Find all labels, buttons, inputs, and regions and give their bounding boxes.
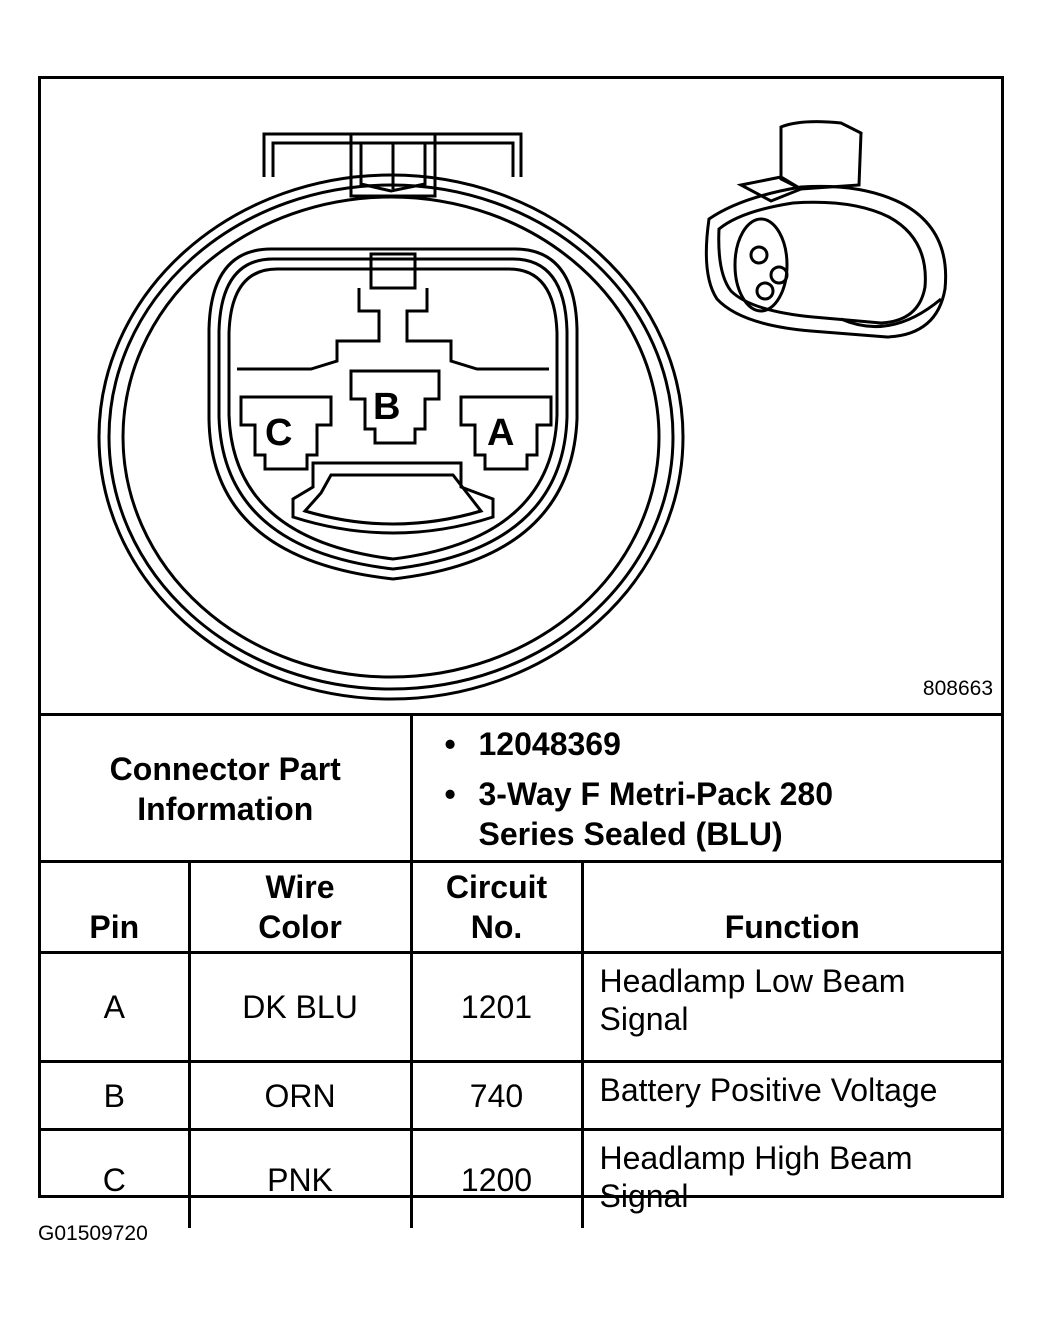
circuit-cell: 1200 <box>409 1128 582 1228</box>
connector-perspective-illustration <box>704 120 948 339</box>
wire-color-cell: DK BLU <box>187 951 411 1062</box>
part-number-item: •12048369 <box>444 726 621 762</box>
connector-part-info-label-text: Connector Part Information <box>109 751 341 827</box>
connector-drawing: C B A 808663 <box>41 79 1001 713</box>
document-id: G01509720 <box>38 1222 148 1245</box>
pin-table: Pin Wire Color Circuit No. Function A DK… <box>41 860 1001 1228</box>
connector-part-info-list: •12048369 •3-Way F Metri-Pack 280 Series… <box>409 713 1001 862</box>
connector-type-item: •3-Way F Metri-Pack 280 Series Sealed (B… <box>444 776 834 852</box>
circuit-cell: 740 <box>409 1060 582 1130</box>
pin-cell: A <box>41 951 189 1062</box>
terminal-cavities <box>239 369 553 471</box>
table-row: C PNK 1200 Headlamp High Beam Signal <box>41 1128 1001 1228</box>
wire-color-cell: PNK <box>187 1128 411 1228</box>
connector-part-info-label: Connector Part Information <box>41 713 411 862</box>
pin-label-b: B <box>373 386 400 428</box>
pin-cell: B <box>41 1060 189 1130</box>
header-function: Function <box>580 860 1001 953</box>
part-number: 12048369 <box>478 726 621 762</box>
figure-id: 808663 <box>922 677 993 700</box>
function-cell: Headlamp Low Beam Signal <box>580 951 1001 1062</box>
table-row: B ORN 740 Battery Positive Voltage <box>41 1060 1001 1130</box>
header-circuit-no: Circuit No. <box>409 860 582 953</box>
header-wire-color: Wire Color <box>187 860 411 953</box>
pin-label-c: C <box>265 412 292 454</box>
function-cell: Headlamp High Beam Signal <box>580 1128 1001 1228</box>
header-pin: Pin <box>41 860 189 953</box>
table-row: A DK BLU 1201 Headlamp Low Beam Signal <box>41 951 1001 1062</box>
pin-label-a: A <box>487 412 514 454</box>
wire-color-cell: ORN <box>187 1060 411 1130</box>
pin-cell: C <box>41 1128 189 1228</box>
connector-type: 3-Way F Metri-Pack 280 Series Sealed (BL… <box>478 776 834 852</box>
connector-face-illustration: C B A <box>97 120 948 701</box>
function-cell: Battery Positive Voltage <box>580 1060 1001 1130</box>
circuit-cell: 1201 <box>409 951 582 1062</box>
connector-part-info: Connector Part Information •12048369 •3-… <box>41 713 1001 862</box>
connector-figure-frame: C B A 808663 Connector Part Information <box>38 76 1004 1228</box>
